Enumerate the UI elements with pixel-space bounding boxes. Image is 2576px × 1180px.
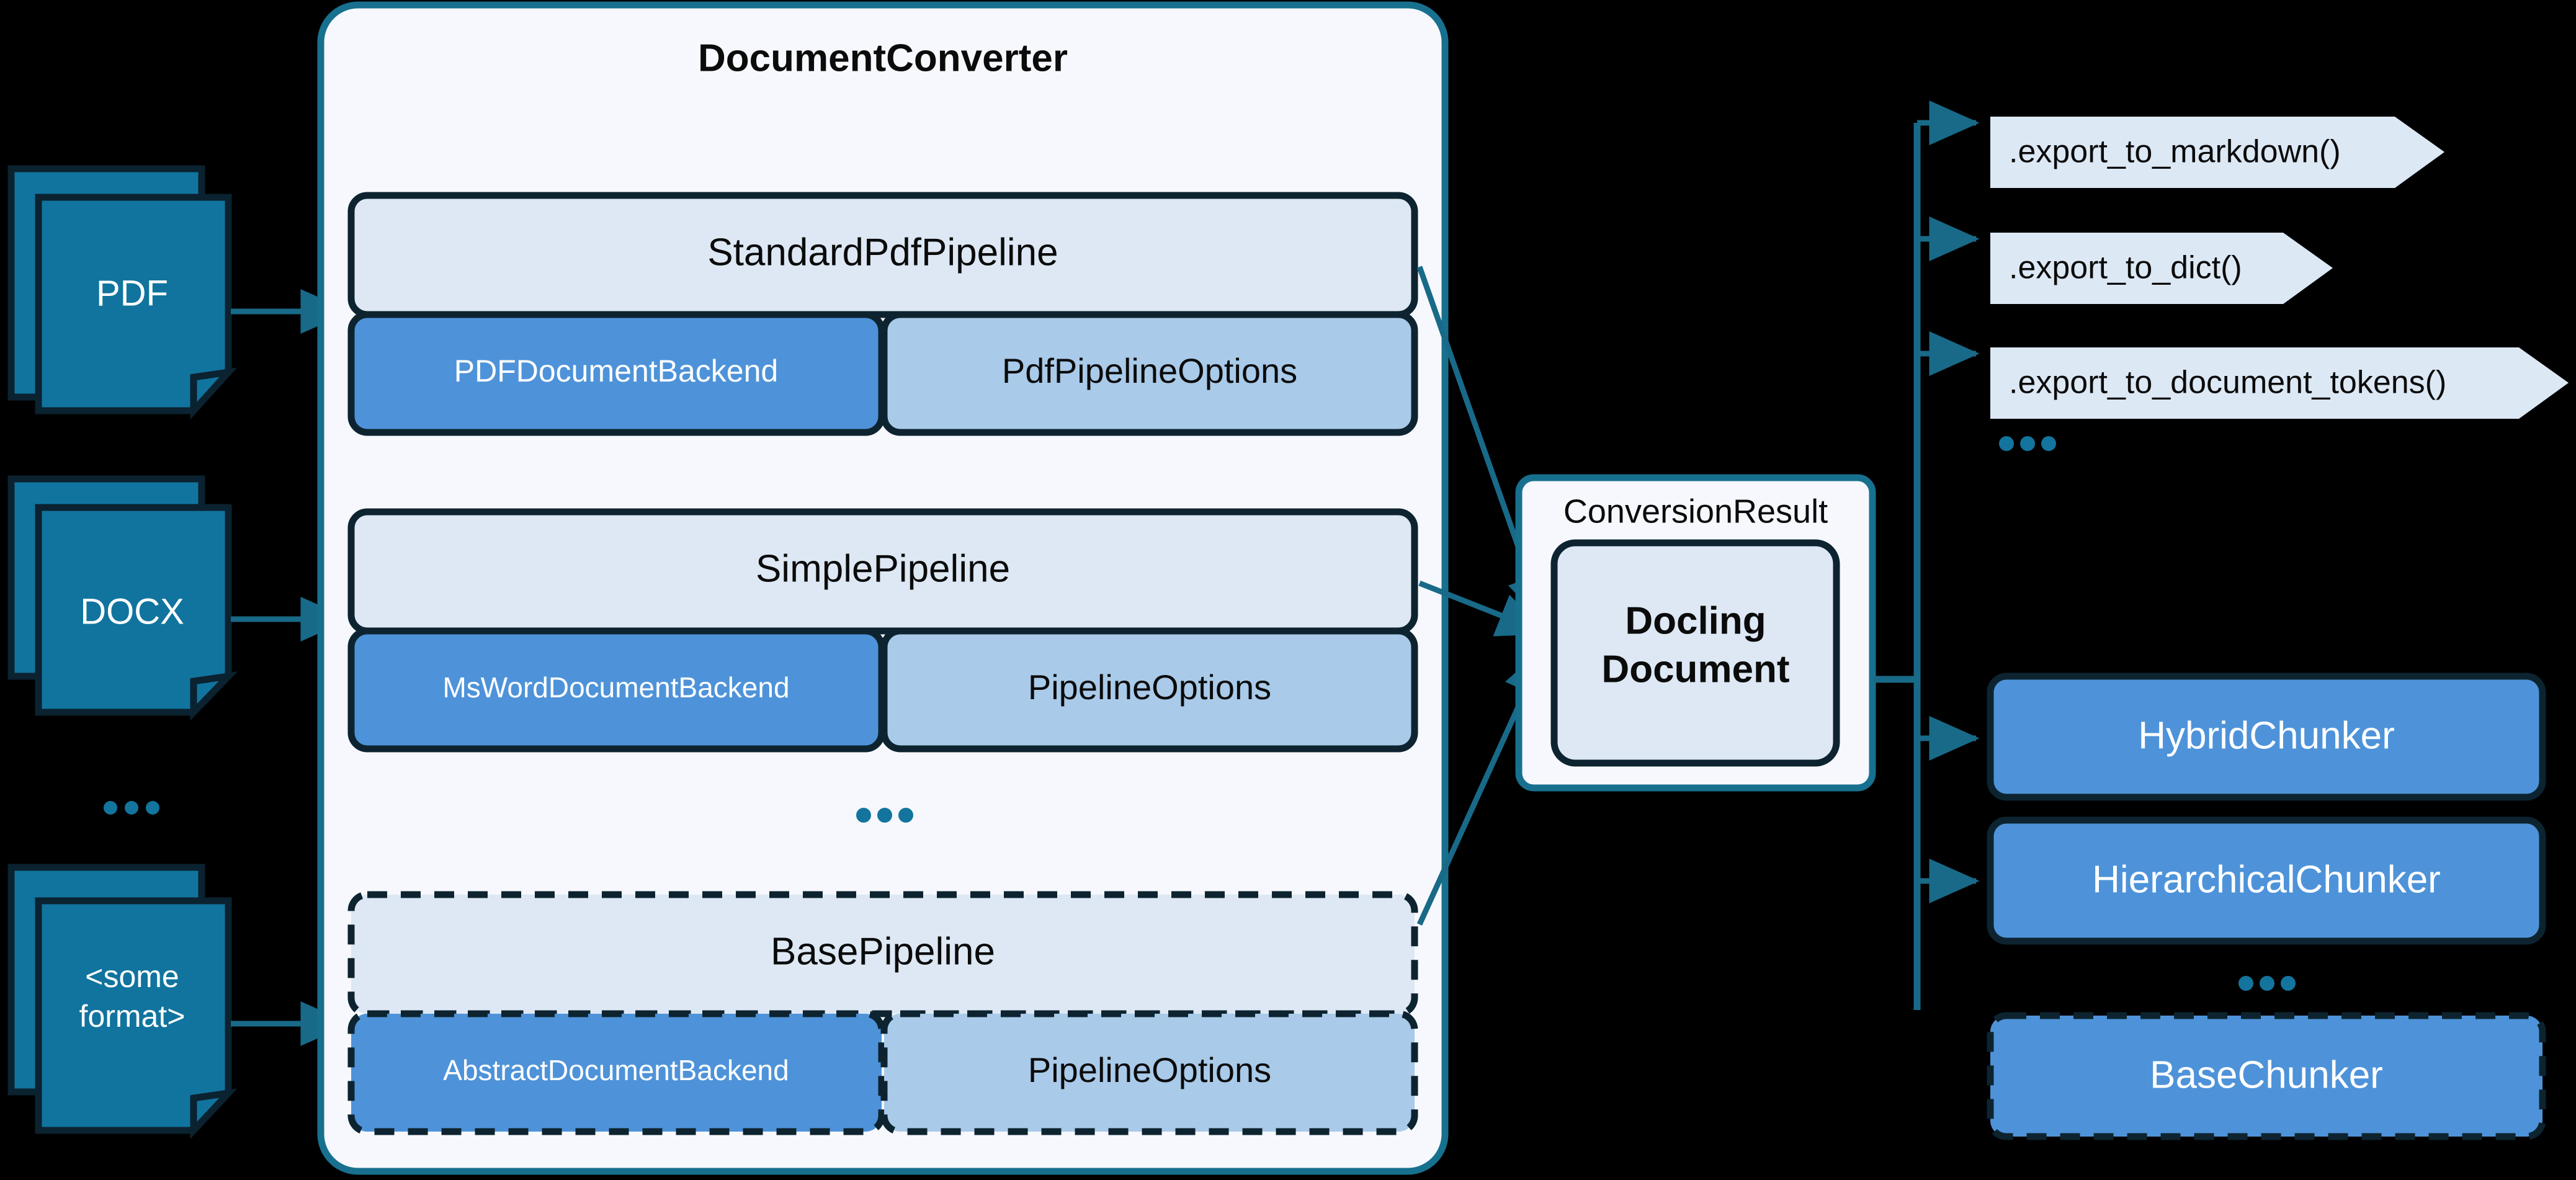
input-document-some-format[interactable]: <some format> (7, 864, 238, 1139)
chunker-card-basechunker[interactable]: BaseChunker (1987, 1012, 2546, 1140)
export-chevron-markdown[interactable]: .export_to_markdown() (1990, 117, 2444, 188)
pipeline-name-basepipeline: BasePipeline (771, 930, 995, 973)
docling-document-line2: Document (1601, 648, 1789, 691)
chunker-label-hierarchicalchunker: HierarchicalChunker (2092, 858, 2441, 901)
export-chevron-shape-markdown (1990, 117, 2444, 188)
options-label-pdfpipelineoptions: PdfPipelineOptions (1002, 351, 1297, 390)
chunker-label-basechunker: BaseChunker (2150, 1053, 2383, 1096)
chunker-box-basechunker (1987, 1012, 2546, 1140)
backend-box-abstractdocumentbackend[interactable] (347, 1010, 885, 1135)
docling-document-line1: Docling (1625, 599, 1766, 642)
export-label-markdown: .export_to_markdown() (2009, 134, 2341, 170)
exports-ellipsis (1999, 436, 2056, 451)
export-chevron-dict[interactable]: .export_to_dict() (1990, 233, 2333, 304)
export-label-document-tokens: .export_to_document_tokens() (2009, 365, 2446, 401)
pipeline-name-standardpdfpipeline: StandardPdfPipeline (707, 231, 1058, 274)
export-chevron-document-tokens[interactable]: .export_to_document_tokens() (1990, 347, 2569, 419)
chunker-card-hierarchicalchunker[interactable]: HierarchicalChunker (1987, 816, 2546, 945)
input-label-docx: DOCX (80, 591, 184, 632)
converter-ellipsis (856, 808, 913, 823)
input-ellipsis (104, 801, 159, 815)
docx-corner-fold (190, 671, 238, 721)
pipeline-card-simplepipeline[interactable]: SimplePipeline MsWordDocumentBackend Pip… (347, 508, 1418, 753)
chunker-card-hybridchunker[interactable]: HybridChunker (1987, 673, 2546, 801)
export-chevron-shape-dict (1990, 233, 2333, 304)
input-label-pdf: PDF (96, 273, 168, 313)
options-box-pdfpipelineoptions[interactable] (880, 311, 1418, 436)
page-title: DocumentConverter (698, 37, 1068, 79)
options-label-pipelineoptions-simple: PipelineOptions (1028, 668, 1271, 707)
conversion-result-label: ConversionResult (1563, 493, 1828, 530)
input-label-some-format-line1: <some (85, 959, 179, 994)
pdf-corner-fold (190, 367, 238, 420)
options-box-pipelineoptions-simple[interactable] (880, 627, 1418, 753)
export-chevron-shape-document-tokens (1990, 347, 2569, 419)
backend-label-msworddocumentbackend: MsWordDocumentBackend (442, 671, 789, 704)
pipeline-card-basepipeline[interactable]: BasePipeline AbstractDocumentBackend Pip… (347, 891, 1418, 1135)
input-label-some-format-line2: format> (79, 999, 186, 1034)
chunkers-ellipsis (2238, 976, 2296, 991)
pipeline-header-standardpdfpipeline (347, 192, 1418, 318)
input-document-docx[interactable]: DOCX (7, 475, 238, 721)
options-box-pipelineoptions-base[interactable] (880, 1010, 1418, 1135)
result-branch-connector (1874, 101, 1980, 1010)
chunker-box-hierarchicalchunker (1987, 816, 2546, 945)
pipeline-header-simplepipeline (347, 508, 1418, 635)
export-label-dict: .export_to_dict() (2009, 250, 2242, 286)
pipeline-header-basepipeline (347, 891, 1418, 1017)
backend-label-pdfdocumentbackend: PDFDocumentBackend (454, 354, 778, 388)
chunker-box-hybridchunker (1987, 673, 2546, 801)
options-label-pipelineoptions-base: PipelineOptions (1028, 1050, 1271, 1089)
pipeline-name-simplepipeline: SimplePipeline (756, 547, 1010, 590)
pipeline-card-standardpdfpipeline[interactable]: StandardPdfPipeline PDFDocumentBackend P… (347, 192, 1418, 436)
input-document-pdf[interactable]: PDF (7, 165, 238, 420)
conversion-result-panel[interactable]: ConversionResult Docling Document (1515, 474, 1876, 792)
docling-document-box[interactable] (1550, 539, 1840, 767)
someformat-corner-fold (190, 1088, 238, 1139)
chunker-label-hybridchunker: HybridChunker (2138, 714, 2395, 757)
backend-label-abstractdocumentbackend: AbstractDocumentBackend (443, 1054, 789, 1086)
